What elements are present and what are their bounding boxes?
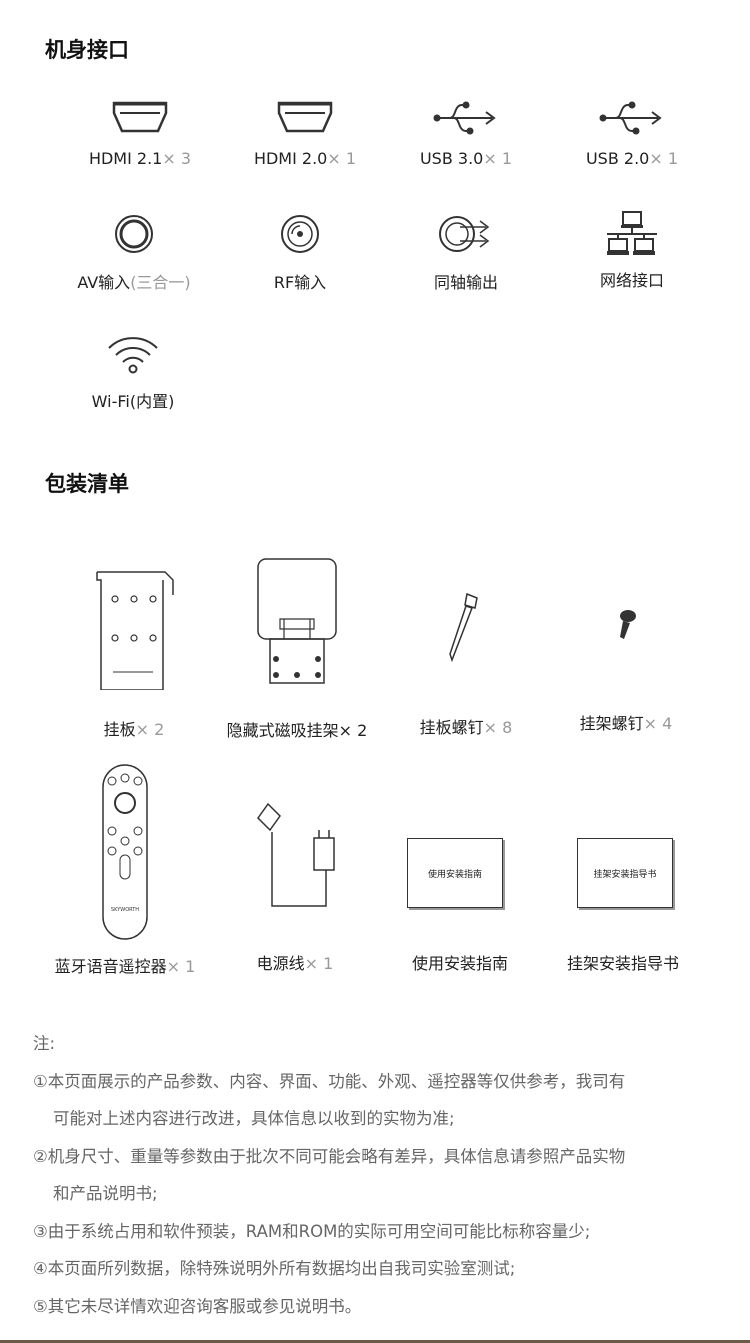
- mount-guide-booklet: 挂架安装指导书: [577, 838, 673, 908]
- package-item-plate-screw: 挂板螺钉× 8: [381, 590, 551, 738]
- booklet-text: 使用安装指南: [427, 869, 482, 880]
- note-item: 和产品说明书;: [53, 1184, 158, 1203]
- port-qty: × 3: [162, 149, 192, 168]
- av-icon: [115, 215, 153, 253]
- package-label: 挂板螺钉: [419, 718, 484, 737]
- package-item-mount-screw: 挂架螺钉× 4: [541, 608, 711, 734]
- note-item: ②机身尺寸、重量等参数由于批次不同可能会略有差异，具体信息请参照产品实物: [33, 1146, 626, 1166]
- package-label: 挂架螺钉: [579, 714, 644, 733]
- package-label: 使用安装指南: [411, 954, 508, 973]
- port-label: 同轴输出: [433, 273, 498, 292]
- package-item-remote: SKYWORTH 蓝牙语音遥控器× 1: [40, 763, 210, 977]
- package-qty: × 8: [483, 718, 513, 737]
- hdmi-icon: [112, 101, 168, 133]
- port-qty: × 1: [483, 149, 513, 168]
- package-item-wall-plate: 挂板× 2: [49, 562, 219, 740]
- port-label: USB 2.0: [585, 149, 650, 168]
- port-label: AV输入: [77, 273, 131, 292]
- rf-icon: [281, 215, 319, 253]
- port-av-input: AV输入(三合一): [49, 213, 219, 293]
- port-rf-input: RF输入: [215, 213, 385, 293]
- wifi-icon: [108, 337, 158, 374]
- package-qty: × 4: [643, 714, 673, 733]
- port-label: HDMI 2.0: [253, 149, 328, 168]
- port-qty: × 1: [327, 149, 357, 168]
- port-network: 网络接口: [547, 210, 717, 291]
- port-qty: (三合一): [130, 273, 191, 292]
- port-coaxial-output: 同轴输出: [381, 213, 551, 293]
- remote-control-image: SKYWORTH: [102, 764, 148, 940]
- package-title: 包装清单: [45, 472, 129, 496]
- port-usb-3-0: USB 3.0× 1: [381, 100, 551, 168]
- screw-icon: [620, 610, 636, 639]
- port-hdmi-2-1: HDMI 2.1× 3: [55, 100, 225, 168]
- svg-text:SKYWORTH: SKYWORTH: [111, 907, 139, 913]
- package-item-power-cord: 电源线× 1: [210, 800, 380, 974]
- package-item-mount-guide: 挂架安装指导书 挂架安装指导书: [540, 838, 710, 974]
- magnetic-mount-image: [257, 558, 337, 684]
- wall-plate-image: [96, 571, 174, 690]
- port-usb-2-0: USB 2.0× 1: [547, 100, 717, 168]
- coaxial-icon: [439, 216, 490, 252]
- note-item: ④本页面所列数据，除特殊说明外所有数据均出自我司实验室测试;: [33, 1259, 516, 1278]
- package-label: 挂架安装指导书: [566, 954, 679, 973]
- port-label: USB 3.0: [419, 149, 484, 168]
- port-wifi: Wi-Fi(内置): [48, 334, 218, 412]
- note-item: 可能对上述内容进行改进，具体信息以收到的实物为准;: [53, 1109, 455, 1128]
- screw-icon: [449, 592, 478, 663]
- package-qty: × 2: [135, 720, 165, 739]
- port-hdmi-2-0: HDMI 2.0× 1: [220, 100, 390, 168]
- usb-icon: [433, 101, 496, 135]
- port-label: RF输入: [273, 273, 327, 292]
- install-guide-booklet: 使用安装指南: [407, 838, 503, 908]
- port-label: HDMI 2.1: [88, 149, 163, 168]
- note-item: ⑤其它未尽详情欢迎咨询客服或参见说明书。: [33, 1296, 362, 1316]
- package-qty: × 1: [166, 957, 196, 976]
- package-label: 挂板: [103, 720, 136, 739]
- package-label: 电源线: [256, 954, 305, 973]
- note-item: ③由于系统占用和软件预装，RAM和ROM的实际可用空间可能比标称容量少;: [33, 1221, 591, 1241]
- package-item-magnetic-mount: 隐藏式磁吸挂架× 2: [212, 555, 382, 741]
- port-label: 网络接口: [599, 271, 664, 290]
- power-cord-image: [257, 802, 335, 907]
- notes-title: 注:: [33, 1034, 56, 1053]
- booklet-text: 挂架安装指导书: [593, 869, 657, 880]
- package-label: 隐藏式磁吸挂架: [226, 721, 339, 740]
- ports-title: 机身接口: [45, 38, 129, 62]
- port-label: Wi-Fi(内置): [91, 392, 175, 411]
- note-item: ①本页面展示的产品参数、内容、界面、功能、外观、遥控器等仅供参考，我司有: [33, 1071, 626, 1091]
- hdmi-icon: [277, 101, 333, 133]
- package-qty: × 2: [338, 721, 368, 740]
- package-label: 蓝牙语音遥控器: [54, 957, 167, 976]
- usb-icon: [599, 101, 662, 135]
- bottom-divider: [0, 1340, 750, 1343]
- package-item-install-guide: 使用安装指南 使用安装指南: [370, 838, 540, 974]
- network-icon: [607, 211, 657, 255]
- package-qty: × 1: [304, 954, 334, 973]
- notes: 注: ①本页面展示的产品参数、内容、界面、功能、外观、遥控器等仅供参考，我司有 …: [33, 1025, 733, 1325]
- port-qty: × 1: [649, 149, 679, 168]
